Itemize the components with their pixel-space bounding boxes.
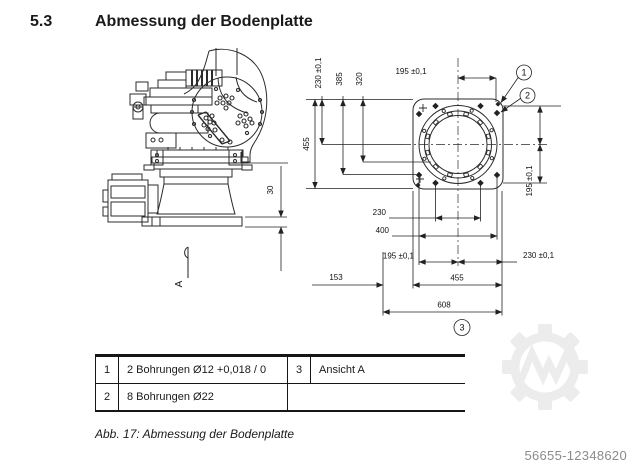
dim-label-top-385: 385: [335, 72, 344, 86]
legend-item-number: 3: [287, 355, 311, 384]
legend-item-desc: [311, 384, 466, 412]
dim-label-bottom-400: 400: [376, 226, 390, 235]
legend-item-desc: 2 Bohrungen Ø12 +0,018 / 0: [118, 355, 288, 384]
legend-item-desc: Ansicht A: [310, 355, 465, 384]
callout-1-label: 1: [521, 68, 526, 78]
machineseeker-gear-watermark-icon: [502, 324, 588, 410]
legend-item-number: 2: [95, 383, 119, 411]
dim-label-top-230: 230 ±0,1: [314, 57, 323, 89]
dim-label-bottom-608: 608: [437, 301, 451, 310]
view-arrow-label: A: [174, 280, 185, 287]
dim-label-bottom-455: 455: [450, 274, 464, 283]
page-title: Abmessung der Bodenplatte: [95, 13, 313, 30]
document-id: 56655-12348620: [524, 448, 627, 463]
table-row: 1 2 Bohrungen Ø12 +0,018 / 0 3 Ansicht A: [95, 355, 465, 384]
table-row: 2 8 Bohrungen Ø22: [95, 383, 466, 412]
figure-caption: Abb. 17: Abmessung der Bodenplatte: [95, 427, 295, 441]
callout-3-label: 3: [459, 323, 464, 333]
robot-side-view: [102, 48, 268, 227]
dim-label-left-455: 455: [302, 137, 311, 151]
dim-label-top-320: 320: [355, 72, 364, 86]
callout-2-label: 2: [525, 91, 530, 101]
plate-dimensions: 230 ±0,1 385 320 195 ±0,1 455 195 ±0,1 2…: [302, 57, 561, 336]
legend-item-number: 1: [95, 355, 119, 384]
dim-label-30: 30: [266, 185, 275, 194]
legend-item-desc: 8 Bohrungen Ø22: [118, 383, 288, 411]
dim-label-right-230: 230 ±0,1: [523, 251, 555, 260]
dim-label-bottom-153: 153: [329, 273, 343, 282]
section-heading: 5.3 Abmessung der Bodenplatte: [0, 13, 640, 37]
dim-side-30: 30: [243, 162, 288, 271]
dim-label-bottom-230: 230: [373, 208, 387, 217]
hole-legend-table: 1 2 Bohrungen Ø12 +0,018 / 0 3 Ansicht A…: [95, 354, 465, 412]
dim-label-bottom-195: 195 ±0,1: [383, 252, 415, 261]
legend-item-number: [287, 383, 311, 411]
dim-label-right-195: 195 ±0,1: [525, 165, 534, 197]
dim-label-top-195: 195 ±0,1: [395, 67, 427, 76]
view-arrow-a: A: [174, 246, 189, 287]
section-number: 5.3: [30, 13, 53, 30]
base-plate-top-view: [402, 58, 548, 266]
